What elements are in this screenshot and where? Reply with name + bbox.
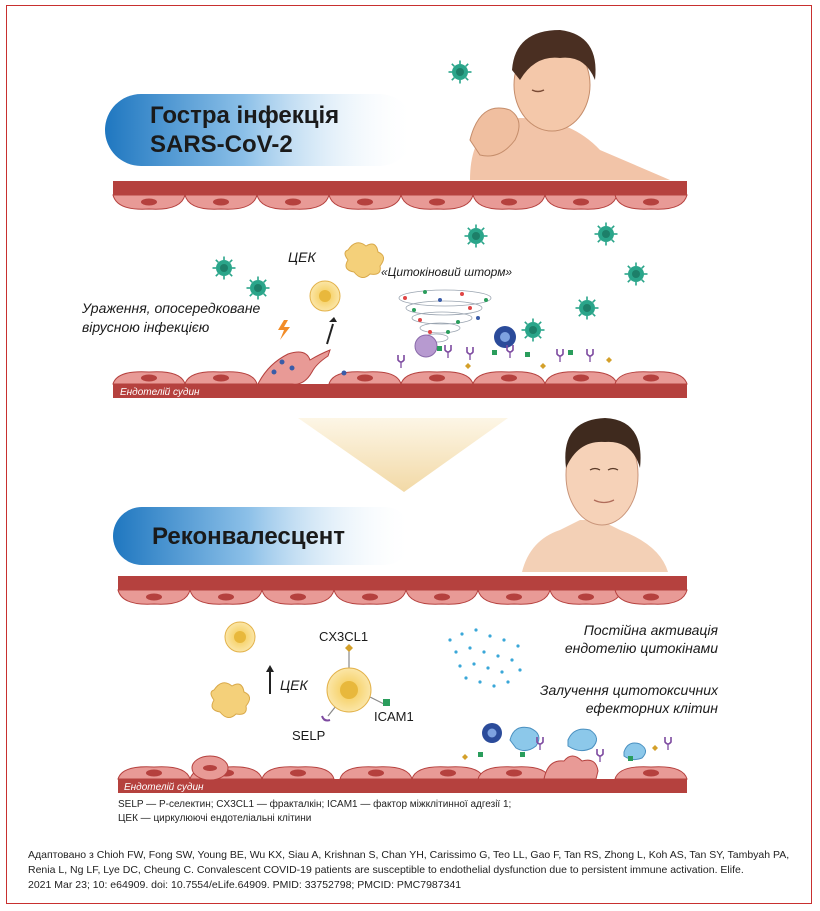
legend-line1: SELP — Р-селектин; CX3CL1 — фракталкін; … bbox=[118, 799, 512, 810]
cec-cluster-bottom: ЦЕК bbox=[210, 621, 309, 718]
bottom-cec-label: ЦЕК bbox=[280, 677, 309, 693]
outer-frame bbox=[6, 5, 812, 904]
transition-arrow bbox=[298, 418, 508, 492]
lightning-icon bbox=[278, 320, 290, 340]
immune-cell-purple bbox=[414, 334, 438, 358]
cytokine-storm-label: «Цитокіновий шторм» bbox=[381, 265, 512, 279]
bottom-vessel-upper-wall bbox=[117, 576, 688, 605]
cytokine-cloud bbox=[448, 628, 522, 688]
bottom-vessel-lower-wall: Ендотелій судин bbox=[117, 755, 688, 793]
recruit-label-line2: ефекторних клітин bbox=[586, 700, 719, 716]
healthy-man-illustration bbox=[522, 418, 668, 572]
damage-label-line1: Ураження, опосередковане bbox=[81, 300, 261, 316]
bottom-title-banner: Реконвалесцент bbox=[113, 507, 413, 565]
abbreviations-legend: SELP — Р-селектин; CX3CL1 — фракталкін; … bbox=[118, 798, 718, 826]
source-citation: Адаптовано з Chioh FW, Fong SW, Young BE… bbox=[28, 848, 798, 893]
immune-cell-blue bbox=[494, 326, 516, 348]
activation-label-line1: Постійна активація bbox=[584, 622, 719, 638]
citation-line2: Renia L, Ng LF, Lye DC, Cheung C. Conval… bbox=[28, 864, 744, 876]
recruit-label-line1: Залучення цитотоксичних bbox=[540, 682, 719, 698]
selp-label: SELP bbox=[292, 728, 325, 743]
top-title-line1: Гостра інфекція bbox=[150, 102, 339, 129]
citation-line1: Адаптовано з Chioh FW, Fong SW, Young BE… bbox=[28, 849, 790, 861]
legend-line2: ЦЕК — циркулюючі ендотеліальні клітини bbox=[118, 813, 312, 824]
damage-label-line2: вірусною інфекцією bbox=[82, 319, 210, 335]
top-vessel-upper-wall bbox=[112, 181, 688, 210]
receptors-bottom bbox=[462, 736, 672, 763]
bottom-title: Реконвалесцент bbox=[152, 523, 345, 550]
cec-marker-cell: CX3CL1 ICAM1 SELP bbox=[292, 629, 414, 743]
top-endothelium-label: Ендотелій судин bbox=[120, 387, 200, 398]
icam1-label: ICAM1 bbox=[374, 709, 414, 724]
cec-cluster-top: ЦЕК bbox=[288, 242, 384, 345]
top-vessel-lower-wall: Ендотелій судин bbox=[112, 349, 688, 398]
effector-cells bbox=[482, 723, 646, 761]
cytokine-dots bbox=[403, 290, 488, 334]
top-title-banner: Гостра інфекція SARS-CoV-2 bbox=[105, 94, 415, 166]
cytokine-storm-swirl bbox=[398, 289, 492, 343]
sick-man-illustration bbox=[447, 30, 670, 180]
activation-label-line2: ендотелію цитокінами bbox=[565, 640, 718, 656]
top-title-line2: SARS-CoV-2 bbox=[150, 131, 293, 158]
top-cec-label: ЦЕК bbox=[288, 249, 317, 265]
citation-line3: 2021 Mar 23; 10: e64909. doi: 10.7554/eL… bbox=[28, 879, 462, 891]
receptors-top bbox=[397, 344, 612, 369]
bottom-endothelium-label: Ендотелій судин bbox=[124, 782, 204, 793]
cx3cl1-label: CX3CL1 bbox=[319, 629, 368, 644]
